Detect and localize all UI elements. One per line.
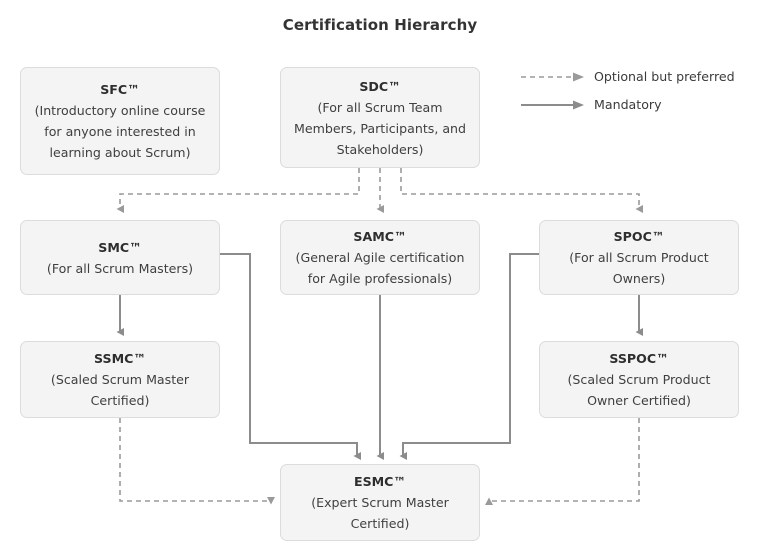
node-samc-desc-line-2: for Agile professionals) <box>307 271 453 286</box>
node-esmc[interactable]: ESMC™ (Expert Scrum Master Certified) <box>280 464 480 541</box>
node-smc-desc-line-1: (For all Scrum Masters) <box>46 260 194 276</box>
node-ssmc-code: SSMC™ <box>94 351 146 366</box>
node-sdc-code: SDC™ <box>359 78 401 94</box>
node-esmc-desc-line-1: (Expert Scrum Master <box>311 495 449 510</box>
edge-sspoc-to-esmc <box>485 418 640 505</box>
node-ssmc-desc-line-1: (Scaled Scrum Master <box>50 372 190 387</box>
node-sspoc-desc-line-2: Owner Certified) <box>587 393 691 408</box>
node-spoc-desc-line-1: (For all Scrum Product <box>569 250 709 265</box>
edge-sdc-to-smc <box>116 168 360 213</box>
node-ssmc-desc-line-2: Certified) <box>90 393 150 408</box>
node-sdc-desc-line-2: Members, Participants, and <box>293 120 467 136</box>
node-smc[interactable]: SMC™ (For all Scrum Masters) <box>20 220 220 295</box>
node-samc[interactable]: SAMC™ (General Agile certification for A… <box>280 220 480 295</box>
node-spoc[interactable]: SPOC™ (For all Scrum Product Owners) <box>539 220 739 295</box>
node-sfc[interactable]: SFC™ (Introductory online course for any… <box>20 67 220 175</box>
node-sdc-desc-line-1: (For all Scrum Team <box>317 99 443 115</box>
node-sfc-desc-line-3: learning about Scrum) <box>49 145 191 160</box>
node-sfc-code: SFC™ <box>100 82 140 97</box>
node-sfc-desc-line-1: (Introductory online course <box>34 103 206 118</box>
node-samc-code: SAMC™ <box>353 229 407 244</box>
legend-label-mandatory: Mandatory <box>594 96 662 112</box>
node-esmc-desc-line-2: Certified) <box>350 516 410 531</box>
node-sfc-desc-line-2: for anyone interested in <box>44 124 196 139</box>
node-samc-desc-line-1: (General Agile certification <box>295 250 465 265</box>
dashed-arrow-icon <box>520 69 586 83</box>
node-sdc-desc-line-3: Stakeholders) <box>336 141 424 157</box>
solid-arrow-icon <box>520 97 586 111</box>
edge-sdc-to-spoc <box>400 168 643 213</box>
edge-ssmc-to-esmc <box>119 418 275 505</box>
node-spoc-code: SPOC™ <box>613 229 665 244</box>
node-sdc[interactable]: SDC™ (For all Scrum Team Members, Partic… <box>280 67 480 168</box>
node-spoc-desc-line-2: Owners) <box>612 271 666 286</box>
legend: Optional but preferred Mandatory <box>520 62 750 118</box>
node-sspoc[interactable]: SSPOC™ (Scaled Scrum Product Owner Certi… <box>539 341 739 418</box>
edge-spoc-to-esmc <box>399 253 540 460</box>
legend-label-optional: Optional but preferred <box>594 68 735 84</box>
edge-smc-to-esmc <box>220 253 361 460</box>
legend-item-mandatory: Mandatory <box>520 90 750 118</box>
node-ssmc[interactable]: SSMC™ (Scaled Scrum Master Certified) <box>20 341 220 418</box>
node-sspoc-desc-line-1: (Scaled Scrum Product <box>567 372 711 387</box>
page-title: Certification Hierarchy <box>282 16 478 34</box>
node-sspoc-code: SSPOC™ <box>609 351 669 366</box>
legend-item-optional: Optional but preferred <box>520 62 750 90</box>
node-esmc-code: ESMC™ <box>353 474 407 489</box>
node-smc-code: SMC™ <box>98 239 142 255</box>
